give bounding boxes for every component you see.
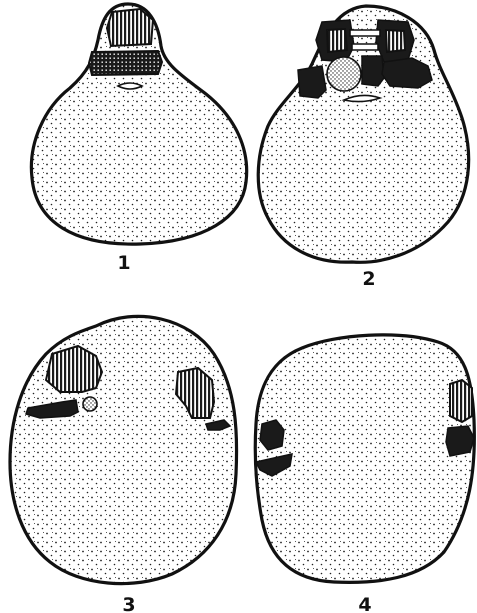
- section-2-dark-region-c: [298, 66, 326, 98]
- section-3-outline: [10, 316, 237, 583]
- section-1-hatched-region: [107, 9, 153, 46]
- section-4-hatched-region: [450, 380, 472, 422]
- section-3-stippled-circle: [83, 397, 97, 411]
- section-2-hatched-region-a: [327, 29, 347, 52]
- section-3: [10, 316, 237, 583]
- section-4-dark-region-a: [446, 426, 474, 456]
- section-1: [31, 4, 246, 244]
- section-1-clear-spot: [118, 83, 142, 89]
- section-2-bridge-bottom: [352, 44, 378, 50]
- panel-label-1: 1: [117, 252, 130, 274]
- section-2-dark-region-d: [362, 56, 384, 86]
- section-2-hatched-region-b: [386, 30, 405, 52]
- section-2-bridge-top: [350, 30, 380, 36]
- section-1-crosshatched-region: [89, 51, 162, 75]
- panel-label-4: 4: [358, 594, 371, 613]
- section-2-stippled-circle: [327, 57, 361, 91]
- section-2: [258, 6, 468, 262]
- section-4: [255, 335, 474, 582]
- panel-label-3: 3: [122, 594, 135, 613]
- section-4-dark-region-b: [260, 420, 284, 450]
- panel-label-2: 2: [362, 268, 375, 290]
